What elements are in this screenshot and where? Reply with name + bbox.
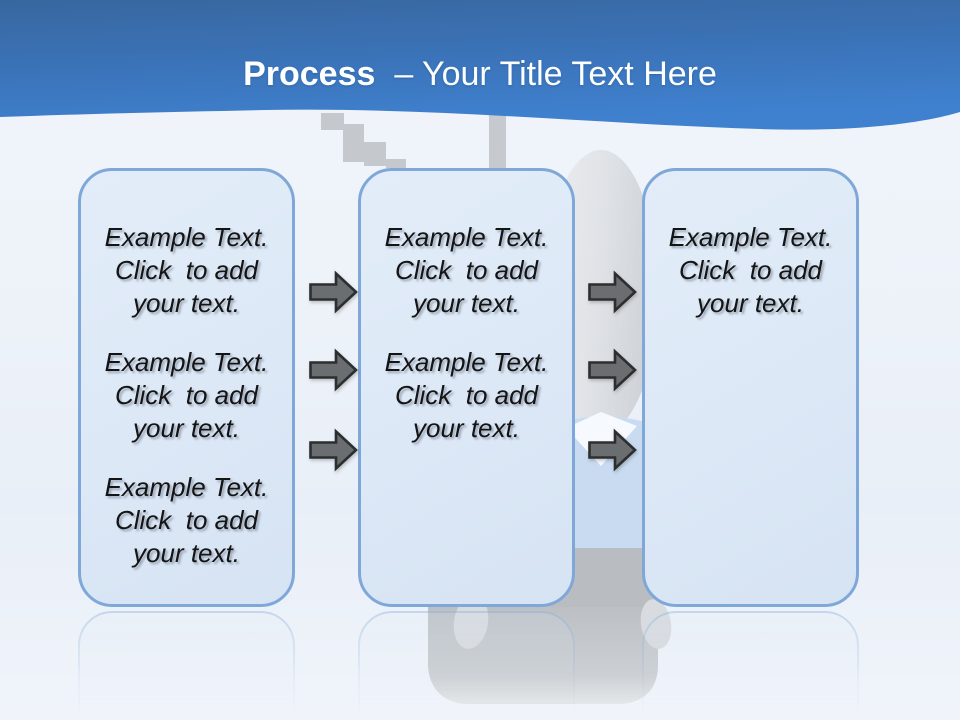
man-left-hand <box>453 595 489 649</box>
process-box-2[interactable]: Example Text. Click to add your text. Ex… <box>358 168 575 607</box>
placeholder-line: your text. <box>413 413 520 443</box>
title-bold-text: Process <box>243 55 376 93</box>
text-placeholder[interactable]: Example Text. Click to add your text. <box>81 471 292 570</box>
placeholder-line: Example Text. <box>668 222 833 252</box>
right-arrow-icon <box>588 348 637 392</box>
placeholder-line: your text. <box>133 288 240 318</box>
placeholder-line: your text. <box>133 538 240 568</box>
placeholder-line: Click to add <box>114 380 259 410</box>
header-wave-shape <box>0 0 960 130</box>
placeholder-line: Click to add <box>394 380 539 410</box>
right-arrow-icon <box>588 428 637 472</box>
process-box-1[interactable]: Example Text. Click to add your text. Ex… <box>78 168 295 607</box>
placeholder-line: your text. <box>413 288 520 318</box>
placeholder-line: Click to add <box>114 255 259 285</box>
text-placeholder[interactable]: Example Text. Click to add your text. <box>361 221 572 320</box>
process-box-3[interactable]: Example Text. Click to add your text. <box>642 168 859 607</box>
title-rest-text: – Your Title Text Here <box>375 55 717 93</box>
placeholder-line: Example Text. <box>104 222 269 252</box>
right-arrow-icon <box>309 348 358 392</box>
right-arrow-icon <box>588 270 637 314</box>
placeholder-line: Example Text. <box>384 222 549 252</box>
header-banner <box>0 0 960 130</box>
text-placeholder[interactable]: Example Text. Click to add your text. <box>645 221 856 320</box>
text-placeholder[interactable]: Example Text. Click to add your text. <box>81 346 292 445</box>
staircase-graphic <box>321 113 406 168</box>
right-arrow-icon <box>309 270 358 314</box>
placeholder-line: Click to add <box>394 255 539 285</box>
placeholder-line: Example Text. <box>104 347 269 377</box>
placeholder-line: Click to add <box>114 505 259 535</box>
text-placeholder[interactable]: Example Text. Click to add your text. <box>81 221 292 320</box>
slide-title: Process – Your Title Text Here <box>0 54 960 94</box>
box-reflection <box>358 611 575 719</box>
right-arrow-icon <box>309 428 358 472</box>
placeholder-line: Example Text. <box>104 472 269 502</box>
placeholder-line: your text. <box>133 413 240 443</box>
placeholder-line: your text. <box>697 288 804 318</box>
man-collar <box>566 412 637 466</box>
box-reflection <box>642 611 859 719</box>
box-reflection <box>78 611 295 719</box>
text-placeholder[interactable]: Example Text. Click to add your text. <box>361 346 572 445</box>
placeholder-line: Click to add <box>678 255 823 285</box>
placeholder-line: Example Text. <box>384 347 549 377</box>
